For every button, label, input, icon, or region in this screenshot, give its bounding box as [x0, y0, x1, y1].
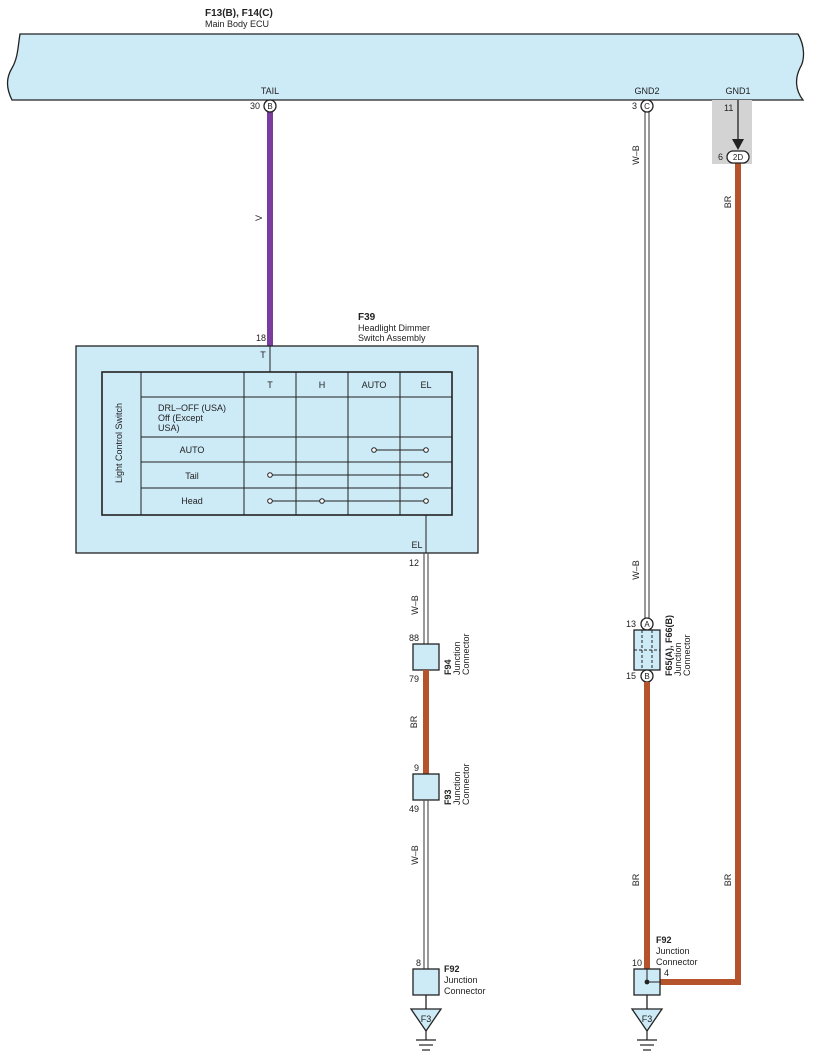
jc-f94-box	[412, 643, 440, 671]
wire-wb-el	[423, 553, 429, 644]
jc-f92-right-code: F92	[656, 935, 672, 945]
ground-right-label: F3	[642, 1014, 653, 1024]
switch-row-head: Head	[181, 496, 203, 506]
gnd2-connector-circle	[640, 99, 654, 113]
jc-f65-code: F65(A), F66(B)	[664, 615, 674, 676]
jc-f65-conn-top-letter: A	[644, 620, 650, 629]
ground-left-icon	[416, 1031, 436, 1051]
gnd1-connector-pill	[726, 150, 750, 164]
switch-row-drl-line2: Off (Except	[158, 413, 203, 423]
switch-name-line1: Headlight Dimmer	[358, 323, 430, 333]
switch-col-el: EL	[420, 380, 431, 390]
ground-right-triangle	[630, 1008, 664, 1033]
jc-f92-left-code: F92	[444, 964, 460, 974]
gnd2-terminal-name: GND2	[634, 86, 659, 96]
switch-row-drl-line1: DRL–OFF (USA)	[158, 403, 226, 413]
switch-out-terminal: EL	[411, 540, 422, 550]
switch-table	[101, 371, 453, 516]
jc-f93-line2: Connector	[461, 763, 471, 805]
ground-left-triangle	[409, 1008, 443, 1033]
jc-f65-pin-top: 13	[626, 619, 636, 629]
jc-f92-left-line1: Junction	[444, 975, 478, 985]
switch-col-t: T	[267, 380, 273, 390]
switch-row-auto: AUTO	[180, 445, 205, 455]
jc-f93-code: F93	[443, 789, 453, 805]
jc-f94-pin-bottom: 79	[409, 674, 419, 684]
jc-f94-pin-top: 88	[409, 633, 419, 643]
switch-col-auto: AUTO	[362, 380, 387, 390]
continuity-auto	[371, 447, 429, 453]
jc-f92-right-line1: Junction	[656, 946, 690, 956]
ground-right-icon	[637, 1031, 657, 1051]
jc-f92-right-junction	[644, 969, 660, 985]
tail-terminal-name: TAIL	[261, 86, 279, 96]
jc-f94-line1: Junction	[452, 641, 462, 675]
gnd1-arrow-icon	[732, 139, 744, 150]
wire-br-mid-label: BR	[409, 715, 419, 728]
gnd1-pin-number: 11	[724, 103, 733, 113]
tail-connector-circle	[263, 99, 277, 113]
wire-wb-lower-label: W–B	[410, 845, 420, 865]
jc-f92-left-pin-top: 8	[416, 958, 421, 968]
jc-f92-right-pin-side: 4	[664, 968, 669, 978]
ecu-name: Main Body ECU	[205, 19, 269, 29]
jc-f92-right-pin-top: 10	[632, 958, 642, 968]
wire-br-right-lower2-label: BR	[723, 873, 733, 886]
wire-wb-el-label: W–B	[410, 595, 420, 615]
jc-f65-body	[633, 629, 661, 671]
jc-f93-box	[412, 773, 440, 801]
switch-in-pin: 18	[256, 333, 266, 343]
jc-f94-line2: Connector	[461, 633, 471, 675]
switch-out-pin: 12	[409, 558, 419, 568]
jc-f65-pin-bottom: 15	[626, 671, 636, 681]
wire-wb-right-mid-label: W–B	[631, 560, 641, 580]
ecu-code: F13(B), F14(C)	[205, 8, 273, 19]
continuity-head	[267, 498, 429, 504]
switch-code: F39	[358, 312, 376, 323]
switch-side-label: Light Control Switch	[114, 403, 124, 483]
jc-f65-line2: Connector	[682, 634, 692, 676]
ground-left-label: F3	[421, 1014, 432, 1024]
gnd1-connector-label: 2D	[733, 153, 743, 162]
wire-br-gnd1	[660, 163, 741, 985]
gnd1-terminal-number: 6	[718, 152, 723, 162]
jc-f65-line1: Junction	[673, 642, 683, 676]
jc-f93-pin-top: 9	[414, 763, 419, 773]
jc-f92-left-line2: Connector	[444, 986, 486, 996]
wire-wb-upper-right-label: W–B	[631, 145, 641, 165]
wire-br-right-lower-label: BR	[631, 873, 641, 886]
continuity-tail	[267, 472, 429, 478]
wire-wb-gnd2	[644, 111, 650, 618]
gnd2-pin-number: 3	[632, 101, 637, 111]
switch-name-line2: Switch Assembly	[358, 333, 426, 343]
jc-f92-left-box	[412, 968, 440, 996]
ecu-body	[6, 33, 805, 101]
wire-wb-lower	[423, 800, 429, 969]
jc-f93-pin-bottom: 49	[409, 804, 419, 814]
jc-f65-conn-bottom-letter: B	[644, 672, 649, 681]
jc-f93-line1: Junction	[452, 771, 462, 805]
wire-br-right-upper-label: BR	[723, 195, 733, 208]
tail-connector-letter: B	[267, 102, 272, 111]
switch-col-h: H	[319, 380, 326, 390]
gnd1-terminal-name: GND1	[725, 86, 750, 96]
switch-row-tail: Tail	[185, 471, 199, 481]
gnd2-connector-letter: C	[644, 102, 650, 111]
switch-in-terminal: T	[260, 350, 266, 360]
jc-f94-code: F94	[443, 659, 453, 675]
tail-pin-number: 30	[250, 101, 260, 111]
jc-f92-right-line2: Connector	[656, 957, 698, 967]
wire-violet-label: V	[254, 215, 264, 221]
switch-row-drl-line3: USA)	[158, 423, 180, 433]
